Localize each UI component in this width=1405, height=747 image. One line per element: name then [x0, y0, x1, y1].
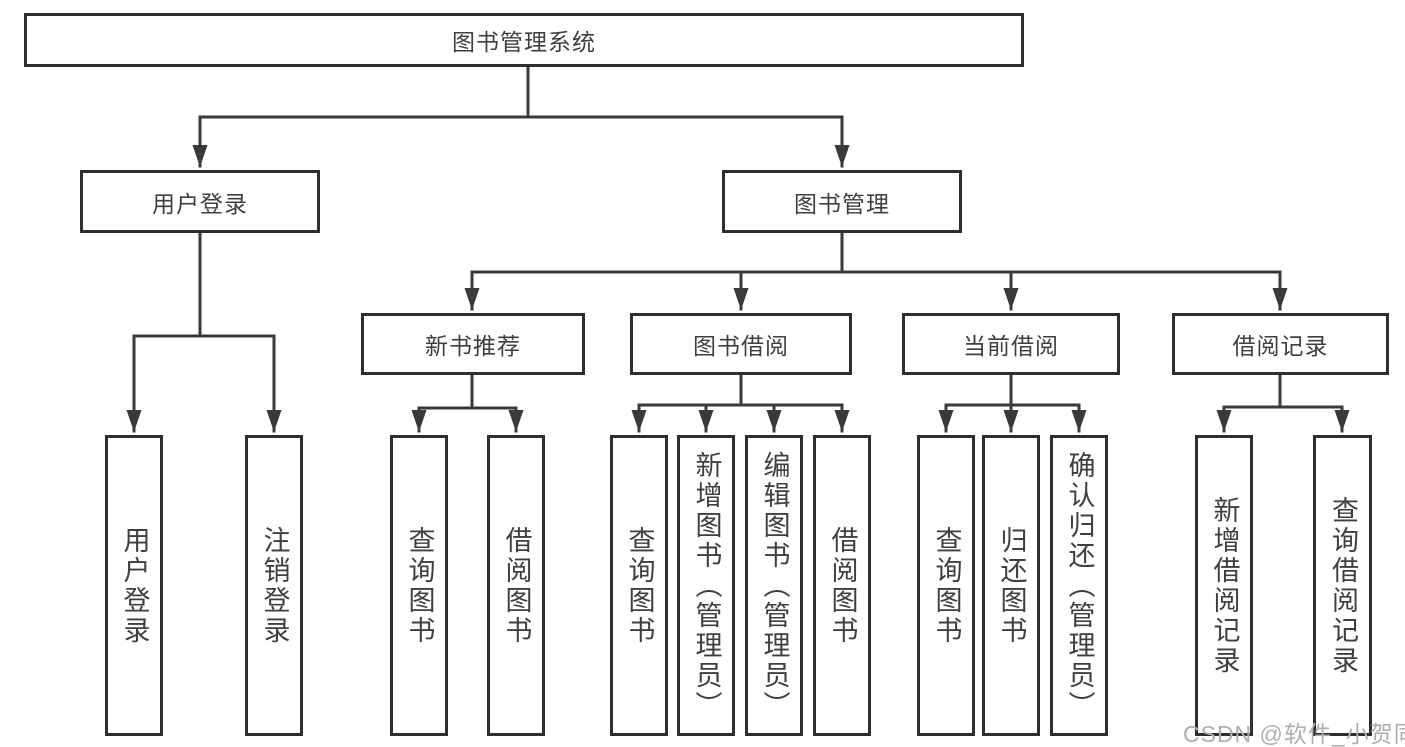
- node-borrow-records: 借阅记录: [1172, 313, 1389, 375]
- node-label: 归还图书: [996, 525, 1027, 646]
- node-label: 图书管理: [794, 190, 890, 217]
- leaf-logout: 注销登录: [245, 435, 303, 736]
- leaf-borrow-book: 借阅图书: [813, 435, 871, 736]
- node-label: 图书借阅: [693, 333, 789, 359]
- connector-root-to-level2: [192, 65, 850, 168]
- leaf-add-borrow-record: 新增借阅记录: [1195, 435, 1253, 736]
- leaf-return-book: 归还图书: [982, 435, 1040, 736]
- leaf-query-book-current: 查询图书: [917, 435, 975, 736]
- node-book-management: 图书管理: [722, 170, 962, 233]
- node-label: 当前借阅: [963, 333, 1059, 359]
- node-user-login: 用户登录: [80, 170, 320, 233]
- leaf-user-login: 用户登录: [105, 435, 163, 736]
- node-label: 查询图书: [404, 525, 435, 646]
- connector-book-borrow-children: [631, 372, 850, 433]
- leaf-confirm-return-admin: 确认归还（管理员）: [1050, 435, 1108, 736]
- leaf-edit-book-admin: 编辑图书（管理员）: [745, 435, 803, 736]
- connector-new-book-children: [411, 372, 524, 433]
- node-label: 用户登录: [119, 525, 150, 646]
- node-label: 查询图书: [624, 525, 655, 646]
- node-root: 图书管理系统: [24, 13, 1024, 67]
- leaf-query-book-recommend: 查询图书: [390, 435, 448, 736]
- node-label: 新增借阅记录: [1209, 495, 1240, 676]
- leaf-query-book-borrow: 查询图书: [610, 435, 668, 736]
- connector-borrow-records-children: [1216, 372, 1350, 433]
- node-label: 查询图书: [931, 525, 962, 646]
- node-label: 注销登录: [259, 525, 290, 646]
- node-label: 借阅图书: [501, 525, 532, 646]
- node-label: 确认归还（管理员）: [1064, 450, 1095, 721]
- leaf-borrow-book-recommend: 借阅图书: [487, 435, 545, 736]
- node-label: 图书管理系统: [452, 29, 596, 55]
- node-current-borrow: 当前借阅: [902, 313, 1120, 375]
- connector-book-management-to-level3: [464, 230, 1288, 311]
- leaf-add-book-admin: 新增图书（管理员）: [677, 435, 735, 736]
- node-book-borrow: 图书借阅: [630, 313, 852, 375]
- connector-current-borrow-children: [938, 372, 1087, 433]
- node-label: 借阅图书: [827, 525, 858, 646]
- node-label: 借阅记录: [1232, 333, 1329, 359]
- node-label: 新书推荐: [425, 333, 521, 359]
- connector-user-login-children: [126, 230, 282, 433]
- node-new-book-recommend: 新书推荐: [361, 313, 585, 375]
- node-label: 用户登录: [152, 190, 248, 217]
- node-label: 查询借阅记录: [1328, 495, 1358, 676]
- watermark: CSDN @软件_小贺同学: [1183, 721, 1405, 747]
- leaf-query-borrow-record: 查询借阅记录: [1313, 435, 1372, 736]
- node-label: 新增图书（管理员）: [691, 450, 722, 721]
- node-label: 编辑图书（管理员）: [759, 450, 790, 721]
